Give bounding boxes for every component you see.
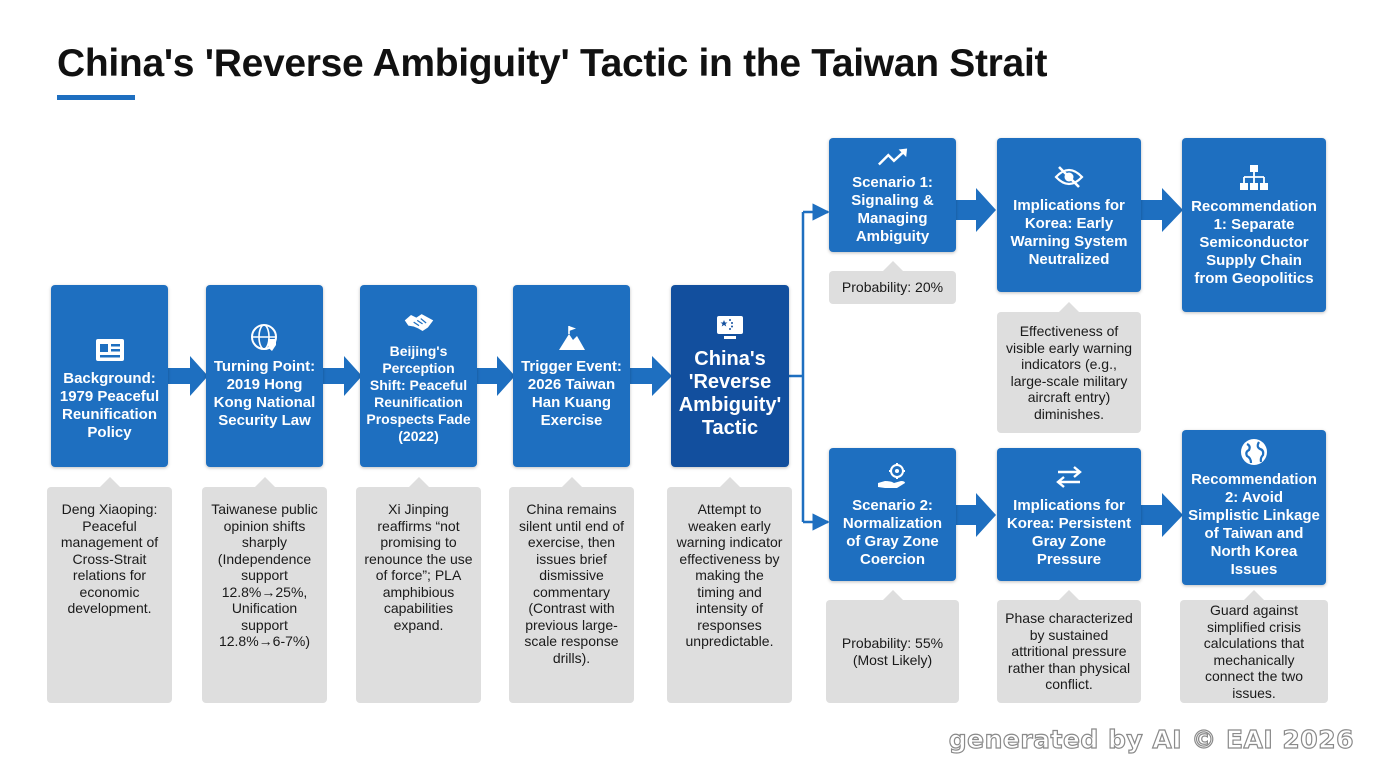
scenario-2-box: Scenario 2: Normalization of Gray Zone C… <box>829 448 956 581</box>
flow-box-label: Turning Point: 2019 Hong Kong National S… <box>213 358 316 429</box>
implication-1-label: Implications for Korea: Early Warning Sy… <box>1010 197 1128 268</box>
scenario-2-label: Scenario 2: Normalization of Gray Zone C… <box>842 496 943 568</box>
implication-2-box: Implications for Korea: Persistent Gray … <box>997 448 1141 581</box>
scenario-1-note: Probability: 20% <box>829 261 956 304</box>
title-underline <box>57 95 135 100</box>
scenario-1-box: Scenario 1: Signaling & Managing Ambigui… <box>829 138 956 252</box>
watermark: generated by AI © EAI 2026 <box>948 724 1354 754</box>
flow-box-turning-point: Turning Point: 2019 Hong Kong National S… <box>206 285 323 467</box>
implication-1-note: Effectiveness of visible early warning i… <box>997 302 1141 433</box>
eye-slash-icon <box>1053 161 1085 193</box>
globe-shield-icon <box>249 322 281 354</box>
flow-note-turning-point: Taiwanese public opinion shifts sharply … <box>202 477 327 703</box>
flow-arrow-1 <box>168 356 208 396</box>
flow-note-reverse-ambiguity: Attempt to weaken early warning indicato… <box>667 477 792 703</box>
flow-arrow-4 <box>630 356 672 396</box>
branch-line <box>789 212 805 522</box>
flow-box-label: Beijing's Perception Shift: Peaceful Reu… <box>366 343 471 444</box>
scenario-2-note: Probability: 55% (Most Likely) <box>826 590 959 703</box>
scenario1-arrow <box>956 188 996 232</box>
flag-mountain-icon <box>556 322 588 354</box>
flow-arrow-2 <box>323 356 362 396</box>
recommendation-1-label: Recommendation 1: Separate Semiconductor… <box>1191 198 1317 287</box>
implication2-arrow <box>1141 493 1183 537</box>
china-flag-icon <box>714 312 746 344</box>
implication-1-box: Implications for Korea: Early Warning Sy… <box>997 138 1141 292</box>
implication1-arrow <box>1141 188 1183 232</box>
hierarchy-icon <box>1238 162 1270 194</box>
flow-note-perception-shift: Xi Jinping reaffirms “not promising to r… <box>356 477 481 703</box>
scenario2-arrow <box>956 493 996 537</box>
flow-box-trigger-event: Trigger Event: 2026 Taiwan Han Kuang Exe… <box>513 285 630 467</box>
flow-box-label: Background: 1979 Peaceful Reunification … <box>59 370 160 441</box>
recommendation-1-box: Recommendation 1: Separate Semiconductor… <box>1182 138 1326 312</box>
hand-gear-icon <box>877 461 909 493</box>
flow-box-perception-shift: Beijing's Perception Shift: Peaceful Reu… <box>360 285 477 467</box>
flow-note-trigger-event: China remains silent until end of exerci… <box>509 477 634 703</box>
flow-box-background: Background: 1979 Peaceful Reunification … <box>51 285 168 467</box>
flow-note-background: Deng Xiaoping: Peaceful management of Cr… <box>47 477 172 703</box>
implication-2-note: Phase characterized by sustained attriti… <box>997 590 1141 703</box>
page-title: China's 'Reverse Ambiguity' Tactic in th… <box>57 42 1048 85</box>
flow-arrow-3 <box>477 356 515 396</box>
flow-box-label: Trigger Event: 2026 Taiwan Han Kuang Exe… <box>521 358 622 429</box>
scenario-1-label: Scenario 1: Signaling & Managing Ambigui… <box>851 174 934 245</box>
flow-box-reverse-ambiguity: China's 'Reverse Ambiguity' Tactic <box>671 285 789 467</box>
arrows-exchange-icon <box>1053 461 1085 493</box>
flow-box-label: China's 'Reverse Ambiguity' Tactic <box>678 348 782 439</box>
implication-2-label: Implications for Korea: Persistent Gray … <box>1006 496 1132 568</box>
recommendation-2-label: Recommendation 2: Avoid Simplistic Linka… <box>1188 471 1320 578</box>
trend-up-icon <box>877 144 909 170</box>
recommendation-2-note: Guard against simplified crisis calculat… <box>1180 590 1328 703</box>
recommendation-2-box: Recommendation 2: Avoid Simplistic Linka… <box>1182 430 1326 585</box>
document-icon <box>94 334 126 366</box>
handshake-icon <box>403 307 435 339</box>
globe-icon <box>1238 436 1270 467</box>
